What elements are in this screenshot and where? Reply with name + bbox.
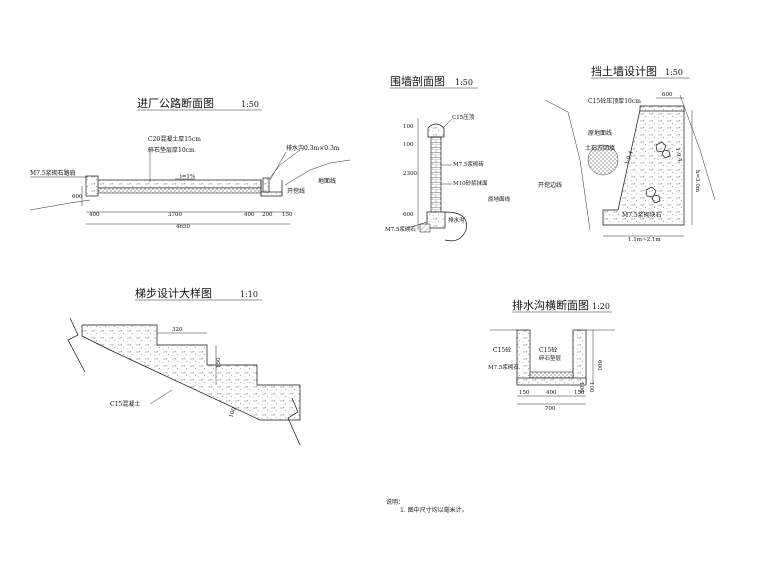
wall-section-title: 围墙剖面图 bbox=[390, 74, 445, 88]
retaining-stone-2 bbox=[645, 186, 661, 204]
wall-section-scale: 1:50 bbox=[455, 78, 473, 87]
road-dim-total: 4650 bbox=[176, 224, 190, 230]
ditch-dim-150a: 150 bbox=[519, 390, 530, 396]
wall-section: 围墙剖面图 1:50 C15压顶 M7.5浆砌砖 M10砂浆抹面 M7.5浆砌石… bbox=[385, 74, 511, 242]
ditch-base bbox=[516, 377, 587, 386]
road-concrete-slab bbox=[95, 179, 262, 189]
stair-break-right bbox=[287, 397, 301, 446]
wall-dim-2300: 2300 bbox=[403, 171, 417, 177]
wall-label-found: M7.5浆砌石 bbox=[385, 225, 416, 233]
retaining-label-wall: M7.5浆砌块石 bbox=[622, 211, 662, 219]
wall-ditch-outline bbox=[444, 211, 467, 242]
road-left-curb bbox=[85, 175, 99, 197]
road-section-scale: 1:50 bbox=[241, 100, 259, 109]
ditch-section: 排水沟横断面图 1:20 C15砼 M7.5浆砌石 C15砼 碎石垫层 600 … bbox=[488, 298, 615, 412]
retaining-ground-right bbox=[679, 94, 716, 201]
road-dim-right1: 400 bbox=[244, 212, 255, 218]
ditch-left-wall bbox=[516, 329, 531, 384]
road-section-title: 进厂公路断面图 bbox=[137, 96, 214, 110]
retaining-label-excavation: 开挖边线 bbox=[538, 181, 562, 189]
road-label-ground: 地面线 bbox=[318, 177, 336, 185]
retaining-ratio-right: 1:0.4 bbox=[674, 147, 682, 162]
ditch-gravel bbox=[529, 371, 574, 379]
ditch-label-gravel: 碎石垫层 bbox=[539, 354, 562, 362]
retaining-ratio-left: 1:0.4 bbox=[624, 150, 635, 166]
retaining-wall-title: 挡土墙设计图 bbox=[591, 64, 657, 78]
wall-brick-body bbox=[430, 136, 442, 213]
retaining-dim-top: 600 bbox=[662, 92, 673, 98]
stair-break-left bbox=[67, 317, 86, 373]
retaining-label-fill: 土石方回填 bbox=[585, 144, 615, 152]
retaining-label-ground: 原地面线 bbox=[588, 129, 612, 137]
road-label-concrete: C20混凝土厚15cm bbox=[148, 135, 201, 143]
road-excavation-line bbox=[264, 149, 301, 185]
road-label-excavation: 开挖线 bbox=[287, 187, 305, 195]
retaining-dim-height: h=3.0m bbox=[694, 170, 700, 193]
ditch-dim-100b: 100 bbox=[578, 382, 584, 393]
ditch-label-c15-left: C15砼 bbox=[493, 346, 511, 354]
retaining-label-cap: C15砼压顶厚10cm bbox=[588, 97, 641, 105]
road-label-curb: M7.5浆砌石路肩 bbox=[30, 169, 76, 177]
road-dim-height: 600 bbox=[72, 194, 83, 200]
ditch-dim-100a: 100 bbox=[588, 382, 594, 393]
road-ditch-base bbox=[260, 191, 283, 197]
ditch-dim-400: 400 bbox=[546, 390, 557, 396]
wall-label-ditch: 排水沟 bbox=[448, 216, 465, 224]
wall-dim-100b: 100 bbox=[403, 142, 414, 148]
ditch-scale: 1:20 bbox=[592, 302, 610, 311]
ditch-dim-700: 700 bbox=[545, 406, 556, 412]
retaining-dim-base: 1.1m~2.1m bbox=[628, 237, 661, 243]
road-leader-ditch bbox=[269, 151, 287, 181]
road-ground-left bbox=[29, 199, 91, 211]
notes: 说明： 1. 图中尺寸均以毫米计。 bbox=[386, 498, 468, 514]
road-gravel-base bbox=[95, 187, 262, 194]
retaining-wall: 挡土墙设计图 1:50 C15砼压顶厚10cm 原地面线 土石方回填 开挖边线 … bbox=[538, 64, 716, 243]
road-slope: i=1% bbox=[180, 174, 195, 180]
retaining-fill-area bbox=[587, 144, 619, 176]
ditch-dim-150b: 150 bbox=[574, 390, 585, 396]
road-label-gravel: 碎石垫层厚10cm bbox=[148, 146, 195, 154]
ditch-title: 排水沟横断面图 bbox=[512, 298, 589, 312]
ditch-label-c15-base: C15砼 bbox=[539, 346, 557, 354]
road-dim-mid: 3700 bbox=[168, 212, 182, 218]
road-dim-right2: 200 bbox=[262, 212, 273, 218]
stair-title: 梯步设计大样图 bbox=[135, 286, 212, 300]
retaining-excavation bbox=[544, 99, 591, 231]
wall-leader-cap bbox=[443, 118, 453, 128]
stair-dim-riser: 150 bbox=[216, 357, 222, 368]
road-label-ditch: 排水沟0.3m×0.3m bbox=[286, 144, 340, 152]
stair-concrete bbox=[81, 324, 301, 421]
wall-cap bbox=[427, 123, 445, 138]
wall-label-brick: M7.5浆砌砖 bbox=[453, 160, 484, 168]
wall-foundation bbox=[426, 211, 446, 229]
stair-dim-tread: 320 bbox=[172, 327, 183, 333]
wall-label-cap: C15压顶 bbox=[452, 114, 475, 121]
stair-detail: 梯步设计大样图 1:10 320 150 100 C15混凝土 bbox=[67, 286, 301, 446]
wall-leader-found bbox=[407, 221, 428, 229]
road-ditch-wall bbox=[262, 177, 270, 193]
wall-footing-hatch bbox=[419, 223, 431, 233]
stair-dim-thick: 100 bbox=[228, 406, 238, 418]
retaining-wall-scale: 1:50 bbox=[665, 68, 683, 77]
stair-label-concrete: C15混凝土 bbox=[110, 400, 140, 408]
retaining-wall-cap bbox=[639, 105, 685, 112]
road-ground-right bbox=[284, 159, 351, 186]
stair-scale: 1:10 bbox=[240, 290, 258, 299]
notes-line-1: 1. 图中尺寸均以毫米计。 bbox=[400, 506, 468, 514]
wall-label-ground: 原地面线 bbox=[488, 195, 511, 203]
retaining-stone-1 bbox=[655, 141, 671, 159]
road-dim-right3: 150 bbox=[282, 212, 293, 218]
wall-dim-100a: 100 bbox=[403, 124, 414, 130]
wall-label-mortar: M10砂浆抹面 bbox=[453, 179, 488, 187]
stair-leader-concrete bbox=[149, 389, 173, 405]
ditch-right-wall bbox=[572, 329, 587, 384]
road-section: 进厂公路断面图 1:50 C20混凝土厚15cm 碎石垫层厚10cm M7.5浆… bbox=[29, 96, 351, 230]
wall-dim-600: 600 bbox=[403, 212, 414, 218]
ditch-dim-600: 600 bbox=[596, 360, 602, 371]
ditch-label-stone: M7.5浆砌石 bbox=[488, 363, 519, 371]
notes-heading: 说明： bbox=[386, 498, 404, 506]
road-dim-left: 400 bbox=[89, 212, 100, 218]
